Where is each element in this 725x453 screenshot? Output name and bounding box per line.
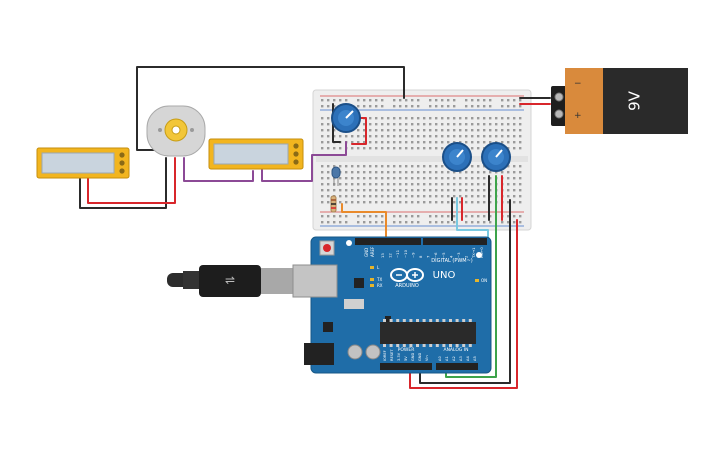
- potentiometer-middle[interactable]: [442, 142, 472, 172]
- digital-header-label: DIGITAL (PWM~): [431, 258, 473, 264]
- l-led-label: L: [377, 265, 380, 270]
- usb-cable: ⇌: [167, 265, 294, 297]
- arduino-logo: [390, 268, 424, 282]
- power-pin-label: IOREF: [383, 350, 387, 361]
- wire-purple-right-display: [183, 157, 254, 182]
- digital-pin-label: 2: [464, 255, 469, 258]
- wire-orange-digital: [341, 203, 387, 239]
- power-pin-label: GND: [411, 353, 415, 361]
- breadboard-holes: [321, 99, 522, 224]
- digital-pin-label: 4: [448, 255, 453, 258]
- left-display-module[interactable]: [36, 147, 130, 179]
- resistor[interactable]: [330, 195, 337, 213]
- digital-pin-label: ~6: [433, 252, 438, 258]
- digital-pin-label: 7: [426, 255, 431, 258]
- analog-pin-label: A2: [452, 356, 456, 361]
- wire-black-left-display: [79, 157, 167, 209]
- atmega-chip-pins: [383, 319, 472, 347]
- power-pin-label: RESET: [390, 349, 394, 361]
- arduino-brand-label: ARDUINO: [395, 283, 419, 289]
- aref-label: AREF: [370, 246, 375, 257]
- on-label: ON: [481, 278, 487, 283]
- digital-pin-label: ~9: [410, 252, 415, 258]
- analog-pin-label: A4: [466, 356, 470, 361]
- analog-pin-label: A0: [438, 356, 442, 361]
- digital-pin-label: 13: [380, 253, 385, 258]
- right-display-module[interactable]: [208, 138, 304, 170]
- digital-pin-label: ~10: [403, 249, 408, 258]
- analog-pin-label: A1: [445, 356, 449, 361]
- usb-icon: ⇌: [225, 273, 235, 287]
- digital-pin-label: 8: [418, 255, 423, 258]
- wire-black-gnd: [419, 199, 511, 384]
- power-pin-label: Vin: [425, 355, 429, 361]
- wire-red-5v: [409, 219, 518, 389]
- analog-pin-label: A5: [473, 356, 477, 361]
- digital-pin-label: ~3: [456, 252, 461, 258]
- analog-pin-label: A3: [459, 356, 463, 361]
- arduino-model-label: UNO: [433, 270, 456, 281]
- wire-red-left-display: [87, 157, 176, 204]
- power-pin-label: 5V: [404, 356, 408, 361]
- digital-pin-label: 12: [388, 253, 393, 258]
- digital-pin-label: ~5: [441, 252, 446, 258]
- analog-header-label: ANALOG IN: [443, 347, 468, 353]
- battery-plus-label: +: [574, 111, 582, 121]
- digital-pin-label: ~11: [395, 249, 400, 258]
- rx-label: RX: [377, 283, 383, 288]
- digital-pin-label: RX←0: [479, 247, 484, 258]
- potentiometer-right[interactable]: [481, 142, 511, 172]
- battery-9v[interactable]: − + 9V: [551, 68, 688, 134]
- tx-label: TX: [376, 277, 382, 282]
- wire-purple-to-breadboard: [261, 141, 347, 182]
- gnd-top-label: GND: [364, 248, 369, 257]
- battery-voltage-label: 9V: [626, 90, 644, 111]
- power-header-label: POWER: [398, 347, 415, 353]
- dc-motor[interactable]: [146, 105, 206, 157]
- battery-minus-label: −: [574, 79, 582, 89]
- power-pin-label: GND: [418, 353, 422, 361]
- digital-pin-label: TX→1: [471, 247, 476, 259]
- led-blue[interactable]: [331, 166, 341, 186]
- power-pin-label: 3.3V: [397, 352, 401, 361]
- potentiometer-top[interactable]: [331, 103, 361, 133]
